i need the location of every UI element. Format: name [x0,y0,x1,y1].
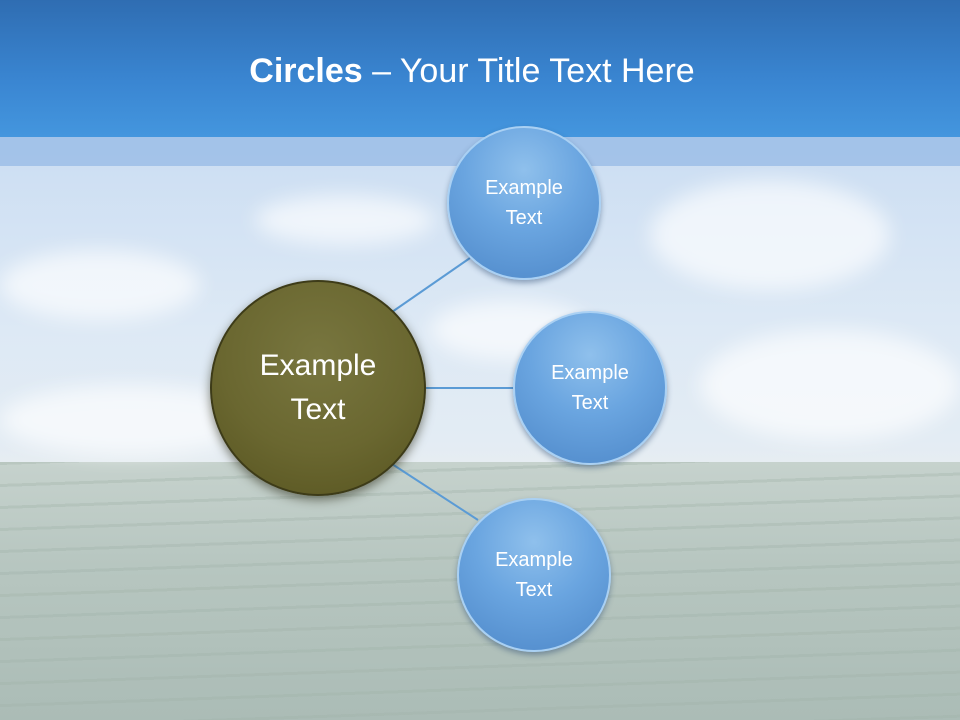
node-circle-bottom[interactable]: Example Text [457,498,611,652]
cloud [700,330,960,440]
center-circle-label: Example Text [259,349,377,426]
title-rest: – Your Title Text Here [362,52,695,90]
cloud [650,180,890,290]
cloud [0,250,200,320]
node-label: Example Text [551,362,629,414]
title-bold: Circles [249,52,363,90]
cloud [255,195,435,245]
connector-line [391,257,471,313]
node-label: Example Text [495,549,573,601]
slide-title: Circles – Your Title Text Here [0,52,944,91]
node-label: Example Text [485,177,563,229]
center-circle[interactable]: Example Text [210,280,426,496]
connector-line [391,463,479,521]
title-bar [0,0,960,137]
node-circle-middle[interactable]: Example Text [513,311,667,465]
node-circle-top[interactable]: Example Text [447,126,601,280]
